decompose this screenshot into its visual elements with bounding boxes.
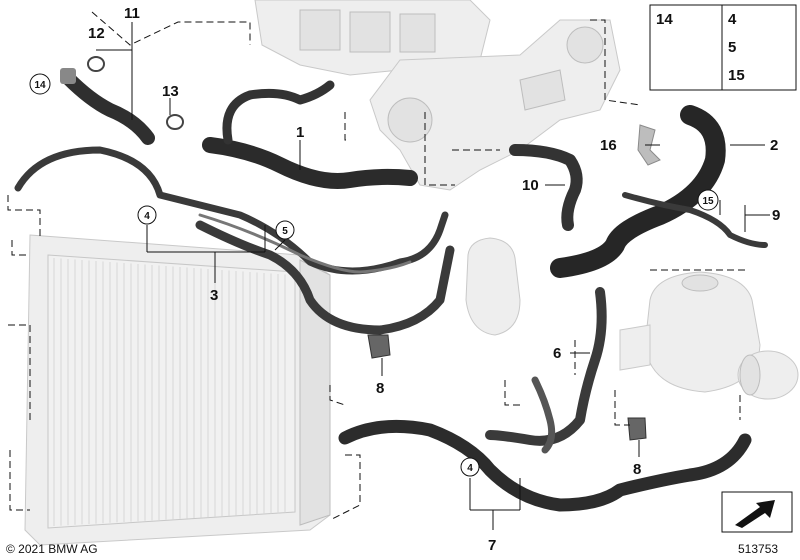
svg-text:14: 14 (34, 80, 46, 91)
svg-text:15: 15 (702, 196, 714, 207)
o-ring-13 (166, 114, 184, 130)
thermostat-housing-ghost (369, 19, 621, 191)
callout-5-circled: 5 (275, 220, 295, 240)
hose-5-small-line (198, 213, 412, 274)
diagram-number: 513753 (738, 542, 778, 556)
leader-lines (96, 22, 770, 530)
svg-text:5: 5 (282, 226, 288, 237)
legend-callout-14: 14 (656, 11, 673, 28)
callout-9: 9 (772, 207, 780, 224)
callouts: 1 2 3 6 7 8 8 9 10 11 12 13 16 14 4 5 4 (29, 5, 780, 554)
callout-11: 11 (124, 5, 140, 22)
copyright-text: © 2021 BMW AG (6, 542, 98, 556)
callout-14-circled: 14 (29, 73, 51, 95)
dashed-references (7, 11, 748, 521)
callout-3: 3 (210, 287, 218, 304)
clip-8-left (367, 334, 391, 359)
orientation-arrow-icon (735, 500, 775, 528)
callout-2: 2 (770, 137, 778, 154)
callout-16: 16 (600, 137, 617, 154)
callout-8-right: 8 (633, 461, 641, 478)
hose-11 (61, 71, 155, 145)
callout-10: 10 (522, 177, 539, 194)
legend-callout-4: 4 (728, 11, 737, 28)
hose-9 (622, 192, 768, 248)
o-ring-12 (87, 56, 105, 72)
callout-13: 13 (162, 83, 179, 100)
callout-12: 12 (88, 25, 105, 42)
radiator-ghost (24, 234, 331, 546)
callout-6: 6 (553, 345, 561, 362)
callout-4-circled-b: 4 (460, 457, 480, 477)
expansion-tank-small-ghost (465, 237, 521, 336)
hose-11-clamp (60, 68, 76, 84)
callout-8-left: 8 (376, 380, 384, 397)
electric-pump-ghost (737, 350, 799, 400)
callout-7: 7 (488, 537, 496, 554)
hose-3-upper (14, 146, 449, 275)
callout-15-circled: 15 (697, 189, 719, 211)
svg-text:4: 4 (467, 463, 473, 474)
legend-callout-15: 15 (728, 67, 745, 84)
legend-callout-5: 5 (728, 39, 736, 56)
hose-1-upper-branch (222, 80, 335, 145)
hose-6 (485, 287, 607, 446)
callout-4-circled-a: 4 (137, 205, 157, 225)
callout-1: 1 (296, 124, 304, 141)
hoses-layer (14, 68, 768, 512)
expansion-tank-large-ghost (619, 271, 761, 393)
hose-10 (509, 144, 583, 231)
clip-8-right (627, 417, 647, 441)
svg-text:4: 4 (144, 211, 150, 222)
hose-1 (202, 137, 418, 189)
hose-2 (550, 105, 726, 278)
hose-7 (338, 419, 752, 512)
orientation-arrow-box (721, 491, 793, 533)
hardware-legend-box: 14 4 5 15 (649, 4, 797, 91)
hose-3-lower (195, 220, 455, 335)
hose-6-branch (531, 376, 556, 454)
